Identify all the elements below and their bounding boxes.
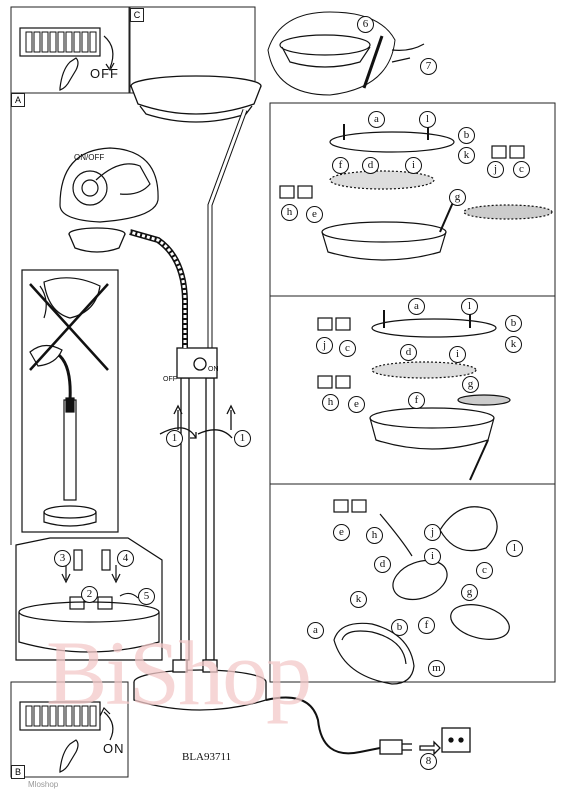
callout-1-left: 1 — [166, 430, 183, 447]
p1-callout-h: h — [281, 204, 298, 221]
p2-callout-j: j — [316, 337, 333, 354]
callout-8: 8 — [420, 753, 437, 770]
p3-callout-a: a — [307, 622, 324, 639]
prohibited-position-illustration — [22, 270, 118, 532]
onoff-label: ON/OFF — [74, 153, 104, 162]
p3-callout-f: f — [418, 617, 435, 634]
p1-callout-e: e — [306, 206, 323, 223]
p2-callout-b: b — [505, 315, 522, 332]
p1-callout-g: g — [449, 189, 466, 206]
panel-tag-a: A — [11, 93, 25, 107]
shop-watermark: BiShop — [46, 620, 310, 726]
p2-callout-i: i — [449, 346, 466, 363]
p3-callout-c: c — [476, 562, 493, 579]
p2-callout-f: f — [408, 392, 425, 409]
breaker-off-label: OFF — [90, 66, 119, 81]
p3-callout-g: g — [461, 584, 478, 601]
p2-callout-l: l — [461, 298, 478, 315]
reflector-panel-1-art — [280, 124, 552, 260]
p2-callout-h: h — [322, 394, 339, 411]
footer-mark: Mloshop — [28, 780, 58, 789]
p3-callout-m: m — [428, 660, 445, 677]
callout-7: 7 — [420, 58, 437, 75]
p3-callout-e: e — [333, 524, 350, 541]
p3-callout-i: i — [424, 548, 441, 565]
callout-1-right: 1 — [234, 430, 251, 447]
p3-callout-j: j — [424, 524, 441, 541]
p1-callout-a: a — [368, 111, 385, 128]
p3-callout-l: l — [506, 540, 523, 557]
callout-3: 3 — [54, 550, 71, 567]
p1-callout-j: j — [487, 161, 504, 178]
p2-callout-d: d — [400, 344, 417, 361]
p3-callout-h: h — [366, 527, 383, 544]
panel-tag-b: B — [11, 765, 25, 779]
model-code: BLA93711 — [182, 751, 231, 763]
p1-callout-i: i — [405, 157, 422, 174]
callout-6: 6 — [357, 16, 374, 33]
p2-callout-c: c — [339, 340, 356, 357]
p2-callout-g: g — [462, 376, 479, 393]
callout-5: 5 — [138, 588, 155, 605]
callout-2: 2 — [81, 586, 98, 603]
callout-4: 4 — [117, 550, 134, 567]
p3-callout-k: k — [350, 591, 367, 608]
breaker-on-label: ON — [103, 741, 125, 756]
p2-callout-a: a — [408, 298, 425, 315]
p1-callout-b: b — [458, 127, 475, 144]
p2-callout-e: e — [348, 396, 365, 413]
p2-callout-k: k — [505, 336, 522, 353]
p3-callout-d: d — [374, 556, 391, 573]
p1-callout-l: l — [419, 111, 436, 128]
p3-callout-b: b — [391, 619, 408, 636]
p1-callout-d: d — [362, 157, 379, 174]
reflector-detail — [268, 12, 424, 95]
p1-callout-c: c — [513, 161, 530, 178]
switch-on-label: ON — [208, 366, 219, 373]
switch-off-label: OFF — [163, 376, 177, 383]
p1-callout-f: f — [332, 157, 349, 174]
panel-tag-c: C — [130, 8, 144, 22]
p1-callout-k: k — [458, 147, 475, 164]
